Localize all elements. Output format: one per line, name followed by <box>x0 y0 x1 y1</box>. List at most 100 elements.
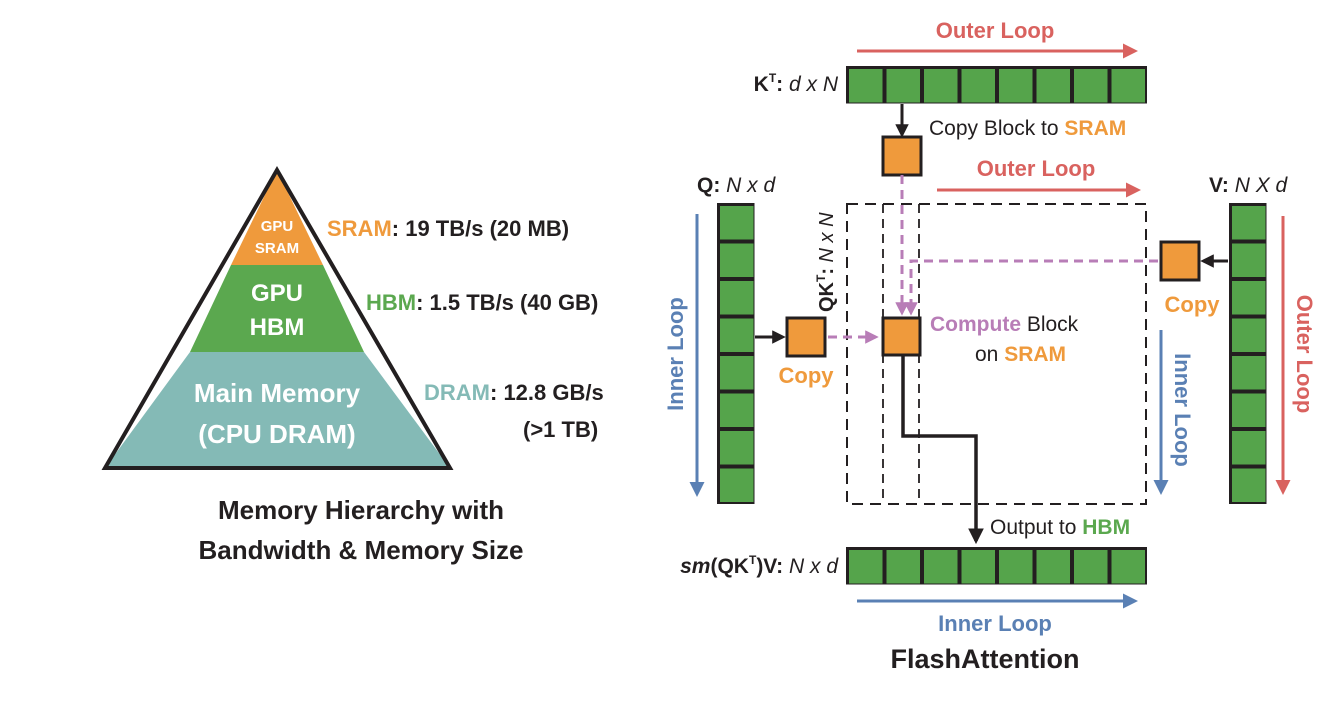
output-text: Output to <box>990 516 1082 539</box>
out-cell <box>924 550 958 584</box>
memory-pyramid: GPU SRAM GPU HBM Main Memory (CPU DRAM) … <box>101 166 604 565</box>
v-name: V <box>1209 174 1223 197</box>
compute-highlight: Compute <box>930 313 1021 336</box>
q-cell <box>720 468 754 502</box>
out-edge <box>1145 547 1147 585</box>
pyramid-tier-hbm <box>190 265 364 352</box>
out-label: sm(QKT)V: N x d <box>680 553 839 578</box>
out-dims: N x d <box>789 555 839 578</box>
tier-label-sram-line1: GPU <box>261 218 294 235</box>
sram-spec-name: SRAM <box>327 216 392 241</box>
compute-block <box>881 316 922 357</box>
q-name: Q <box>697 174 713 197</box>
q-cell <box>720 243 754 277</box>
out-cell <box>961 550 995 584</box>
v-edge <box>1229 502 1267 504</box>
output-label: Output to HBM <box>990 516 1130 539</box>
q-cell <box>720 356 754 390</box>
compute-on: on <box>975 343 1004 366</box>
out-cell <box>1074 550 1108 584</box>
sram-spec-value: : 19 TB/s (20 MB) <box>392 216 569 241</box>
q-cell <box>720 393 754 427</box>
kt-sup: T <box>769 71 777 85</box>
output-hbm: HBM <box>1082 516 1130 539</box>
compute-text: Block <box>1021 313 1079 336</box>
inner-loop-label-right: Inner Loop <box>1170 353 1195 467</box>
kt-cell <box>999 69 1033 103</box>
tier-label-dram-line2: (CPU DRAM) <box>198 419 355 449</box>
out-name: (QK <box>710 555 749 578</box>
kt-cell <box>961 69 995 103</box>
q-cell <box>720 281 754 315</box>
qkt-name: QK <box>816 281 838 312</box>
v-sram-block <box>1159 240 1201 282</box>
flash-attention-title: FlashAttention <box>891 644 1080 674</box>
output-arrow <box>901 355 984 545</box>
tier-label-sram-line2: SRAM <box>255 240 299 257</box>
compute-label-line2: on SRAM <box>975 343 1066 366</box>
qkt-matrix <box>846 203 1147 505</box>
dram-spec: DRAM: 12.8 GB/s <box>424 380 604 405</box>
v-cell <box>1232 431 1266 465</box>
outer-loop-label-top: Outer Loop <box>936 18 1055 43</box>
q-matrix <box>717 203 755 504</box>
kt-colon: : <box>776 73 789 96</box>
out-cell <box>1111 550 1145 584</box>
kt-edge <box>1145 66 1147 104</box>
q-label: Q: N x d <box>697 174 777 197</box>
out-cell <box>1036 550 1070 584</box>
tier-label-hbm-line1: GPU <box>251 280 303 307</box>
pyramid-caption-line2: Bandwidth & Memory Size <box>198 535 523 565</box>
copy-block-label: Copy Block to SRAM <box>929 117 1126 140</box>
v-copy-label: Copy <box>1165 292 1221 317</box>
kt-cell <box>1036 69 1070 103</box>
qkt-dims: N x N <box>816 212 838 263</box>
kt-name: K <box>754 73 769 96</box>
qkt-colon: : <box>816 262 838 274</box>
q-cell <box>720 431 754 465</box>
v-cell <box>1232 243 1266 277</box>
output-matrix <box>846 547 1147 585</box>
v-cell <box>1232 281 1266 315</box>
q-cell <box>720 318 754 352</box>
q-sram-block <box>785 316 827 358</box>
compute-sram: SRAM <box>1004 343 1066 366</box>
hbm-spec: HBM: 1.5 TB/s (40 GB) <box>366 290 598 315</box>
q-colon: : <box>713 174 726 197</box>
hbm-spec-value: : 1.5 TB/s (40 GB) <box>416 290 598 315</box>
kt-label: KT: d x N <box>754 71 839 96</box>
outer-loop-label-middle: Outer Loop <box>977 156 1096 181</box>
tier-label-hbm-line2: HBM <box>250 314 305 341</box>
flash-attention-diagram: Outer Loop KT: d x N Copy Block to SRAM … <box>663 18 1317 674</box>
copy-block-sram: SRAM <box>1064 117 1126 140</box>
v-cell <box>1232 468 1266 502</box>
compute-label-line1: Compute Block <box>930 313 1079 336</box>
qkt-sup: T <box>814 274 828 282</box>
out-cell <box>849 550 883 584</box>
v-cell <box>1232 356 1266 390</box>
tier-label-dram-line1: Main Memory <box>194 378 361 408</box>
out-cell <box>886 550 920 584</box>
kt-sram-block <box>881 135 923 177</box>
hbm-spec-name: HBM <box>366 290 416 315</box>
kt-cell <box>1111 69 1145 103</box>
qkt-label: QKT: N x N <box>814 212 838 312</box>
dram-spec-name: DRAM <box>424 380 490 405</box>
out-prefix: sm <box>680 555 710 578</box>
out-cell <box>999 550 1033 584</box>
out-colon: : <box>776 555 789 578</box>
q-edge <box>717 502 755 504</box>
sram-spec: SRAM: 19 TB/s (20 MB) <box>327 216 569 241</box>
kt-cell <box>849 69 883 103</box>
v-cell <box>1232 206 1266 240</box>
kt-cell <box>886 69 920 103</box>
q-dims: N x d <box>726 174 776 197</box>
pyramid-outline <box>101 166 454 470</box>
v-cell <box>1232 393 1266 427</box>
kt-cell <box>1074 69 1108 103</box>
q-copy-label: Copy <box>779 363 835 388</box>
dram-spec-value: : 12.8 GB/s <box>490 380 604 405</box>
dram-spec-line2: (>1 TB) <box>523 417 598 442</box>
v-cell <box>1232 318 1266 352</box>
